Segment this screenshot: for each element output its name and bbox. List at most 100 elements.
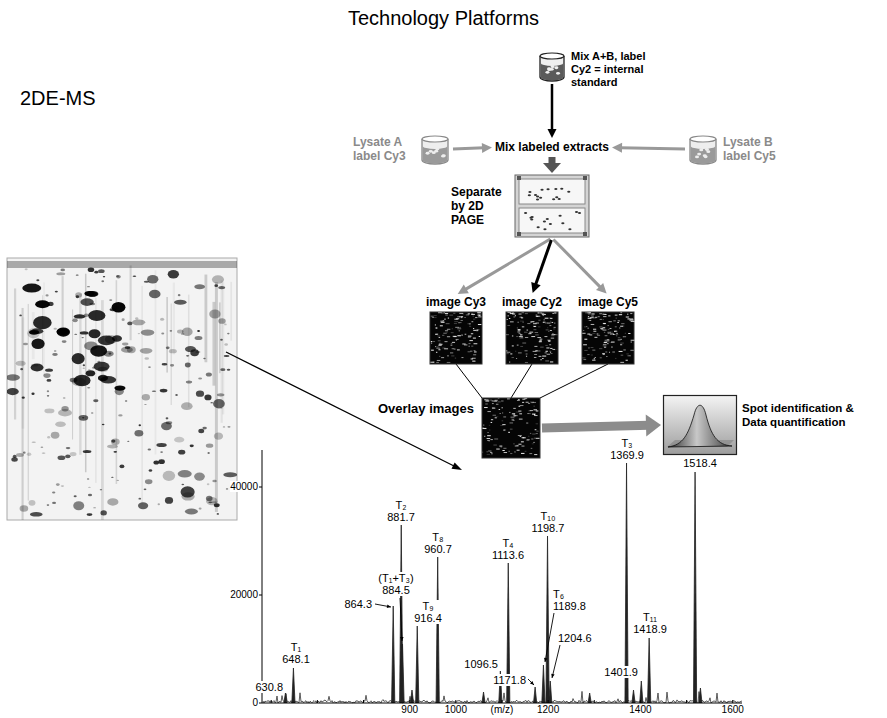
graphic-part xyxy=(528,333,531,334)
connector-line xyxy=(540,364,608,398)
graphic-part xyxy=(492,400,494,401)
graphic-part xyxy=(583,330,584,331)
graphic-part xyxy=(112,302,126,312)
graphic-part xyxy=(435,327,436,328)
graphic-part xyxy=(149,290,161,299)
graphic-part xyxy=(447,336,450,337)
graphic-part xyxy=(544,336,547,337)
graphic-part xyxy=(582,357,585,358)
section-label: 2DE-MS xyxy=(20,86,96,110)
graphic-part xyxy=(449,315,453,316)
graphic-part xyxy=(20,368,23,370)
graphic-part xyxy=(600,357,602,358)
graphic-part xyxy=(488,451,491,452)
graphic-part xyxy=(454,319,457,320)
graphic-part xyxy=(458,327,461,328)
connector-line xyxy=(620,148,685,149)
graphic-part xyxy=(492,407,495,408)
graphic-part xyxy=(433,317,437,318)
graphic-part xyxy=(181,484,184,486)
graphic-part xyxy=(455,358,456,359)
graphic-part xyxy=(613,320,616,321)
graphic-part xyxy=(190,444,194,447)
graphic-part xyxy=(503,448,506,449)
graphic-part xyxy=(422,139,448,164)
graphic-part xyxy=(626,360,628,361)
node-label: Lysate B label Cy5 xyxy=(723,135,785,163)
graphic-part xyxy=(603,345,607,346)
label-anchor: T₁ 648.1 xyxy=(280,641,312,665)
graphic-part xyxy=(439,343,441,344)
graphic-part xyxy=(492,400,494,401)
graphic-part xyxy=(550,352,551,353)
graphic-part xyxy=(178,470,192,477)
graphic-part xyxy=(628,333,630,334)
graphic-part xyxy=(502,420,504,421)
graphic-part xyxy=(520,334,522,335)
graphic-part xyxy=(139,424,141,426)
graphic-part xyxy=(602,314,606,315)
graphic-part xyxy=(525,350,528,351)
reagent-tube: Lysate B label Cy5 xyxy=(688,133,785,165)
graphic-part xyxy=(430,362,434,363)
graphic-part xyxy=(435,334,438,335)
graphic-part xyxy=(227,333,229,335)
graphic-part xyxy=(491,453,493,454)
graphic-part xyxy=(605,351,607,352)
graphic-part xyxy=(603,319,604,320)
graphic-part xyxy=(47,390,49,392)
graphic-part xyxy=(508,312,512,313)
graphic-part xyxy=(547,340,550,341)
graphic-part xyxy=(166,297,167,373)
graphic-part xyxy=(454,349,456,350)
graphic-part xyxy=(122,318,125,321)
graphic-part xyxy=(518,352,522,353)
peak-label: T₁ 648.1 xyxy=(280,641,312,665)
graphic-part xyxy=(144,488,147,490)
graphic-part xyxy=(144,357,149,360)
graphic-part xyxy=(608,315,610,316)
graphic-part xyxy=(100,376,116,383)
spectrum-peak xyxy=(482,692,485,703)
arrow-head xyxy=(612,143,622,153)
graphic-part xyxy=(591,354,593,355)
graphic-part xyxy=(612,352,615,353)
graphic-part xyxy=(174,437,184,443)
graphic-part xyxy=(41,446,44,448)
spectrum-peak xyxy=(640,681,643,703)
graphic-part xyxy=(542,358,543,359)
graphic-part xyxy=(522,312,524,313)
label-anchor: 1000 xyxy=(441,704,471,715)
graphic-part xyxy=(100,510,106,515)
flow-arrow xyxy=(553,239,606,293)
graphic-part xyxy=(444,319,446,320)
graphic-part xyxy=(591,313,594,314)
graphic-part xyxy=(516,412,520,413)
peak3d-icon xyxy=(663,395,737,455)
graphic-part xyxy=(482,398,540,458)
graphic-part xyxy=(181,333,185,335)
graphic-part xyxy=(513,414,514,415)
graphic-part xyxy=(434,315,437,316)
graphic-part xyxy=(140,348,153,354)
graphic-part xyxy=(473,354,476,355)
graphic-part xyxy=(55,422,66,427)
graphic-part xyxy=(185,363,191,368)
connector-line xyxy=(542,425,649,428)
graphic-part xyxy=(584,339,587,340)
graphic-part xyxy=(584,350,587,351)
graphic-part xyxy=(489,425,490,426)
peak-label: T₂ 881.7 xyxy=(384,499,418,523)
label-anchor: T₁₁ 1418.9 xyxy=(631,611,669,635)
graphic-part xyxy=(22,317,25,428)
graphic-part xyxy=(206,496,213,501)
graphic-part xyxy=(62,276,64,331)
graphic-part xyxy=(543,322,546,323)
graphic-part xyxy=(476,330,478,331)
graphic-part xyxy=(607,343,609,344)
graphic-part xyxy=(519,406,521,407)
graphic-part xyxy=(512,345,514,346)
graphic-part xyxy=(597,335,600,336)
flow-arrow xyxy=(458,239,551,294)
graphic-part xyxy=(526,353,528,354)
